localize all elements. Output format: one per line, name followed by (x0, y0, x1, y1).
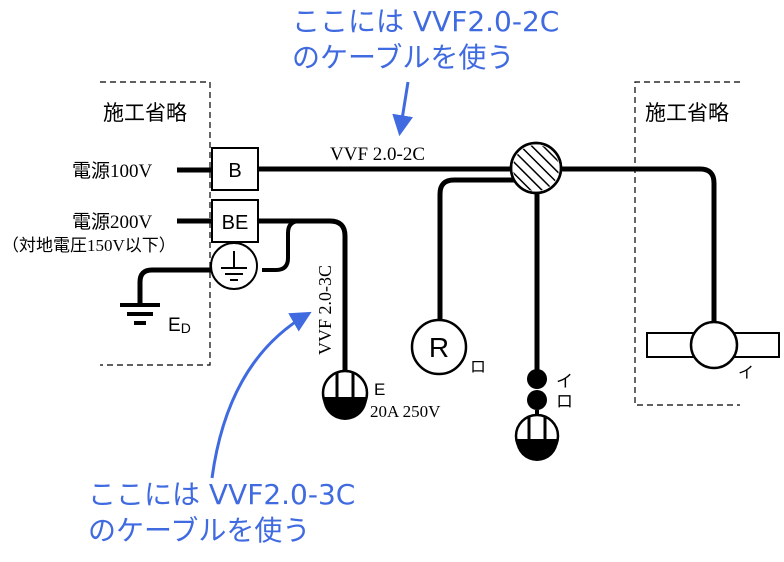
right-box-label: 施工省略 (645, 101, 729, 125)
callout-top-arrow (392, 81, 414, 137)
right-omitted-box (634, 81, 740, 406)
junction-box-icon (509, 141, 563, 195)
receptacle-rating: 20A 250V (370, 402, 441, 421)
source-200v-note: （対地電圧150V以下） (2, 236, 176, 255)
callout-top-line1: ここには VVF2.0-2C (292, 5, 559, 38)
switch-i-label: イ (556, 372, 573, 391)
breaker-be-label: BE (222, 212, 249, 234)
callout-bottom-arrow (210, 311, 312, 479)
receptacle-icon (514, 410, 560, 461)
main-2c-wire (258, 166, 717, 330)
source-100v-label: 電源100V (72, 160, 153, 182)
callout-bottom-line1: ここには VVF2.0-3C (88, 478, 355, 511)
source-200v-label: 電源200V (72, 211, 153, 233)
ground-ed-label: ED (168, 315, 191, 336)
cable-2c-label: VVF 2.0-2C (330, 144, 425, 165)
callout-bottom-line2: のケーブルを使う (88, 514, 310, 547)
lamp-r-wire (437, 177, 520, 322)
left-box-label: 施工省略 (103, 101, 187, 125)
lamp-r-icon (410, 318, 468, 376)
receptacle-20a-icon (321, 369, 369, 420)
ground-ed-wire (137, 267, 211, 305)
lamp-r-label: ロ (470, 359, 486, 376)
right-lamp-icon (646, 320, 780, 370)
switch-ro-label: ロ (556, 392, 573, 411)
switch-i-icon (527, 369, 547, 389)
lamp-r-symbol: R (429, 332, 449, 363)
callout-top-line2: のケーブルを使う (292, 41, 514, 74)
ground-ed-icon (120, 303, 160, 325)
breaker-b-box (211, 147, 259, 191)
breaker-b-label: B (228, 160, 241, 182)
switch-ro-icon (527, 390, 547, 410)
right-lamp-label: イ (738, 365, 754, 382)
receptacle-e-label: E (374, 380, 385, 399)
cable-3c-label: VVF 2.0-3C (315, 265, 335, 355)
ground-branch-wire (262, 219, 301, 272)
branch-3c-wire (258, 218, 348, 375)
